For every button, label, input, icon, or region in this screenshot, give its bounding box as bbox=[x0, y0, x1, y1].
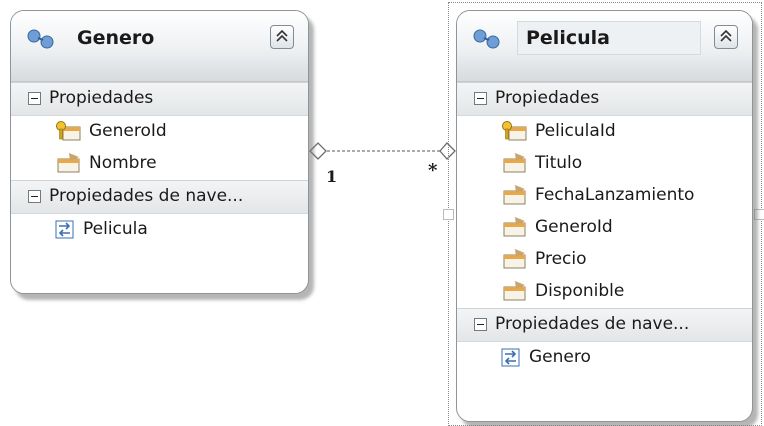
property-name: Titulo bbox=[535, 153, 583, 173]
property-item[interactable]: FechaLanzamiento bbox=[457, 180, 752, 212]
property-item[interactable]: Nombre bbox=[11, 148, 308, 180]
collapse-button[interactable] bbox=[714, 25, 738, 49]
entity-type-icon bbox=[473, 29, 500, 49]
key-property-icon bbox=[502, 121, 527, 141]
property-name: FechaLanzamiento bbox=[535, 185, 695, 205]
section-properties[interactable]: Propiedades bbox=[11, 82, 308, 116]
navigation-property-item[interactable]: Pelicula bbox=[11, 214, 308, 246]
property-item-key[interactable]: PeliculaId bbox=[457, 116, 752, 148]
collapse-section-icon[interactable] bbox=[474, 318, 487, 331]
entity-title[interactable]: Pelicula bbox=[517, 21, 701, 55]
section-navigation-properties[interactable]: Propiedades de nave... bbox=[11, 180, 308, 214]
property-item[interactable]: Precio bbox=[457, 244, 752, 276]
section-label: Propiedades bbox=[49, 88, 154, 108]
section-properties[interactable]: Propiedades bbox=[457, 82, 752, 116]
property-name: GeneroId bbox=[535, 217, 613, 237]
entity-header[interactable]: Pelicula bbox=[457, 11, 752, 82]
property-icon bbox=[503, 249, 526, 269]
property-item[interactable]: Titulo bbox=[457, 148, 752, 180]
property-name: Disponible bbox=[535, 281, 625, 301]
property-name: Pelicula bbox=[83, 219, 148, 239]
property-name: PeliculaId bbox=[535, 121, 616, 141]
multiplicity-many: * bbox=[428, 160, 438, 181]
entity-genero[interactable]: Genero Propiedades GeneroId Nombre Pr bbox=[10, 10, 309, 294]
collapse-section-icon[interactable] bbox=[28, 190, 41, 203]
property-item-key[interactable]: GeneroId bbox=[11, 116, 308, 148]
property-item[interactable]: GeneroId bbox=[457, 212, 752, 244]
key-property-icon bbox=[56, 121, 81, 141]
entity-pelicula[interactable]: Pelicula Propiedades PeliculaId Titulo bbox=[456, 10, 753, 422]
property-name: Genero bbox=[529, 347, 591, 367]
property-name: GeneroId bbox=[89, 121, 167, 141]
property-icon bbox=[503, 281, 526, 301]
property-icon bbox=[503, 153, 526, 173]
association-end-diamond bbox=[309, 142, 327, 160]
resize-handle-right[interactable] bbox=[754, 209, 764, 220]
collapse-button[interactable] bbox=[270, 25, 294, 49]
collapse-section-icon[interactable] bbox=[28, 92, 41, 105]
resize-handle-left[interactable] bbox=[443, 209, 454, 220]
property-name: Nombre bbox=[89, 153, 157, 173]
entity-type-icon bbox=[27, 29, 54, 49]
entity-title[interactable]: Genero bbox=[77, 27, 155, 49]
navigation-property-icon bbox=[501, 348, 520, 367]
section-label: Propiedades de nave... bbox=[49, 186, 244, 206]
section-label: Propiedades de nave... bbox=[495, 314, 690, 334]
navigation-property-icon bbox=[55, 220, 74, 239]
property-item[interactable]: Disponible bbox=[457, 276, 752, 308]
double-chevron-up-icon bbox=[720, 29, 732, 42]
property-icon bbox=[503, 185, 526, 205]
multiplicity-one: 1 bbox=[326, 167, 338, 186]
collapse-section-icon[interactable] bbox=[474, 92, 487, 105]
navigation-property-item[interactable]: Genero bbox=[457, 342, 752, 374]
entity-header[interactable]: Genero bbox=[11, 11, 308, 82]
property-icon bbox=[57, 153, 80, 173]
property-icon bbox=[503, 217, 526, 237]
section-navigation-properties[interactable]: Propiedades de nave... bbox=[457, 308, 752, 342]
property-name: Precio bbox=[535, 249, 587, 269]
section-label: Propiedades bbox=[495, 88, 600, 108]
double-chevron-up-icon bbox=[276, 29, 288, 42]
